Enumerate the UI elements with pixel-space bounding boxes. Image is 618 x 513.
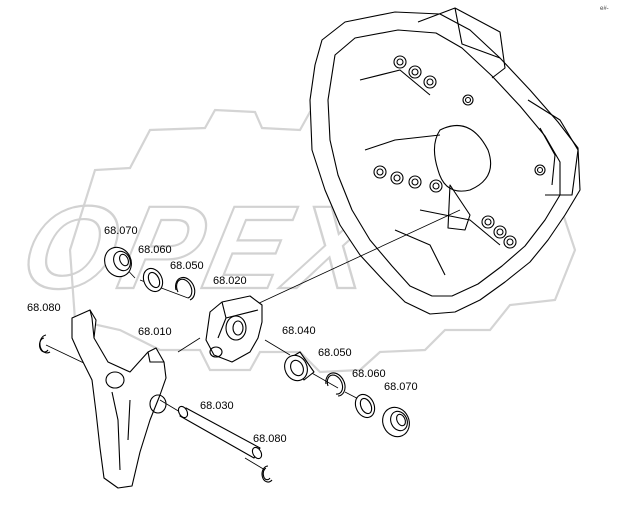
label-68-040: 68.040 xyxy=(282,325,316,337)
watermark-gear-outline xyxy=(68,108,577,374)
part-68-080-bottom-circlip xyxy=(261,465,273,483)
part-68-070-top-seal xyxy=(104,246,132,278)
label-68-080-left: 68.080 xyxy=(27,302,61,314)
clutch-housing xyxy=(309,7,581,315)
label-68-030: 68.030 xyxy=(200,400,234,412)
housing-outer-flange xyxy=(309,11,581,315)
part-68-050-top-circlip xyxy=(175,276,196,301)
housing-bolt-bosses xyxy=(373,55,546,249)
housing-web xyxy=(359,69,501,276)
label-68-050-top: 68.050 xyxy=(170,260,204,272)
housing-inner-rim xyxy=(327,29,561,297)
label-68-070-top: 68.070 xyxy=(104,225,138,237)
part-labels: 68.070 68.060 68.050 68.020 68.080 68.01… xyxy=(27,225,418,445)
part-68-070-bottom-seal xyxy=(382,406,410,438)
label-68-050-bottom: 68.050 xyxy=(318,347,352,359)
part-68-040-bearing xyxy=(284,351,315,382)
part-68-030-shaft xyxy=(177,405,263,460)
label-68-070-bottom: 68.070 xyxy=(384,381,418,393)
label-68-060-top: 68.060 xyxy=(138,244,172,256)
watermark: OPEX xyxy=(10,108,577,374)
part-68-060-bottom-washer xyxy=(354,393,376,419)
corner-mark: e#- xyxy=(600,6,609,12)
label-68-020: 68.020 xyxy=(213,275,247,287)
label-68-010: 68.010 xyxy=(138,326,172,338)
housing-right-block xyxy=(527,99,579,196)
label-68-080-bottom: 68.080 xyxy=(253,433,287,445)
housing-bore xyxy=(433,125,492,192)
part-68-020-shift-block xyxy=(205,295,263,363)
part-68-050-bottom-circlip xyxy=(325,372,346,397)
housing-top-block xyxy=(417,7,506,79)
part-68-060-top-washer xyxy=(142,267,164,293)
part-68-010-shift-fork xyxy=(71,309,167,489)
label-68-060-bottom: 68.060 xyxy=(352,368,386,380)
part-68-080-left-circlip xyxy=(38,334,51,354)
watermark-text: OPEX xyxy=(11,182,391,314)
